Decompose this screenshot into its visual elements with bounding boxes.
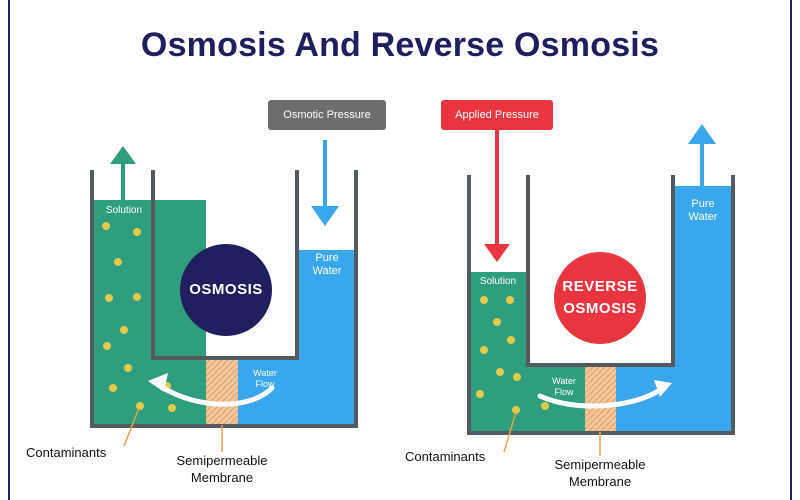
reverse-up-arrowhead [688,124,716,144]
reverse-membrane-line1: Semipermeable [554,457,646,472]
osmosis-contaminants-label: Contaminants [26,445,107,460]
osmosis-container [90,140,358,452]
osmosis-water-flow-arrow [157,383,275,407]
reverse-membrane-label: Semipermeable Membrane [538,456,662,490]
osmosis-water-flow-label: Water Flow [240,368,290,390]
reverse-contaminant-pointer [503,411,517,453]
reverse-solution-label: Solution [479,276,517,287]
osmosis-down-arrowhead [311,206,339,226]
left-border [8,0,10,500]
osmosis-pure-water-line2: Water [312,265,342,277]
reverse-membrane [585,365,616,432]
reverse-water-flow-arrowhead [654,380,672,397]
osmosis-membrane-line1: Semipermeable [176,453,268,468]
osmosis-water-flow-line2: Flow [255,379,275,389]
osmotic-pressure-label: Osmotic Pressure [268,100,386,130]
reverse-water-flow-label: Water Flow [538,376,590,398]
reverse-outer-wall [467,175,735,435]
reverse-inner-wall [526,175,675,367]
osmosis-water-flow-arrowhead [148,373,168,392]
page-title: Osmosis And Reverse Osmosis [140,26,660,64]
reverse-water-flow-line2: Flow [554,387,574,397]
osmosis-solution-bottom [152,358,208,425]
osmosis-water-flow-line1: Water [253,368,277,378]
osmosis-outer-wall [90,170,358,428]
reverse-pure-water-line1: Pure [691,198,715,210]
reverse-solution-bottom [469,365,585,432]
osmosis-up-arrowhead [110,146,136,164]
osmosis-pure-water-line1: Pure [315,252,339,264]
osmosis-membrane-label: Semipermeable Membrane [160,452,284,486]
reverse-container [467,124,735,456]
osmosis-purewater-column [297,250,356,425]
osmosis-membrane [206,358,238,425]
osmosis-inner-wall [151,170,299,360]
reverse-water-flow-line1: Water [552,376,576,386]
reverse-circle-line2: OSMOSIS [563,300,637,317]
osmosis-pure-water-label: Pure Water [299,252,355,278]
reverse-circle: REVERSE OSMOSIS [554,252,646,344]
reverse-down-arrowhead [484,244,510,262]
reverse-circle-line1: REVERSE [562,278,638,295]
reverse-purewater-column [673,186,733,432]
osmosis-solution-label: Solution [105,205,143,216]
reverse-pure-water-line2: Water [688,211,718,223]
reverse-membrane-line2: Membrane [568,474,632,489]
reverse-water-flow-arrow [537,387,663,409]
right-border [790,0,792,500]
reverse-pure-water-label: Pure Water [675,198,731,224]
osmosis-contaminant-pointer [123,407,140,447]
applied-pressure-label: Applied Pressure [441,100,553,130]
reverse-contaminants [476,296,549,414]
osmosis-circle: OSMOSIS [180,244,272,336]
osmosis-membrane-line2: Membrane [190,470,254,485]
reverse-contaminants-label: Contaminants [405,449,486,464]
